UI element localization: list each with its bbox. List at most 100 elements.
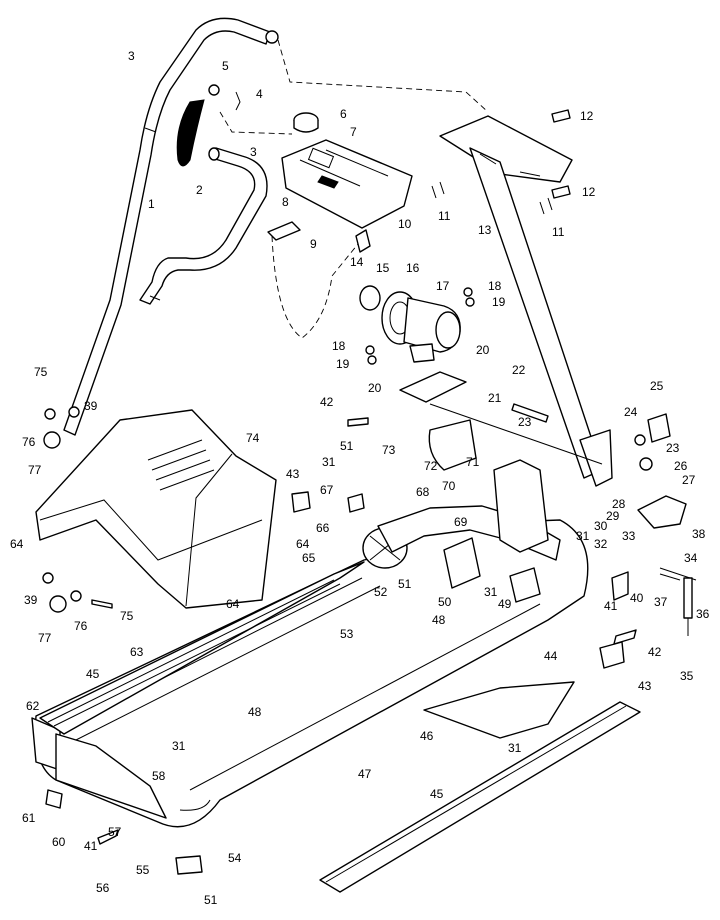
drive-rod [429, 403, 603, 465]
motor-assembly [359, 285, 475, 403]
callout-23b: 23 [666, 441, 680, 455]
callout-31e: 31 [508, 741, 522, 755]
callout-69: 69 [454, 515, 468, 529]
callout-53: 53 [340, 627, 354, 641]
callout-71: 71 [466, 455, 480, 469]
handrail-right [139, 147, 268, 305]
callout-19b: 19 [336, 357, 350, 371]
callout-9: 9 [310, 237, 317, 251]
alignment-line-console [219, 111, 293, 135]
callout-39b: 39 [24, 593, 38, 607]
callout-15: 15 [376, 261, 390, 275]
callout-1: 1 [148, 197, 155, 211]
callout-21: 21 [488, 391, 502, 405]
callout-5: 5 [222, 59, 229, 73]
callout-30: 30 [594, 519, 608, 533]
callout-72: 72 [424, 459, 438, 473]
callout-27: 27 [682, 473, 696, 487]
callout-40: 40 [630, 591, 644, 605]
callout-50: 50 [438, 595, 452, 609]
treadmill-frame [31, 519, 589, 828]
callout-74: 74 [246, 431, 260, 445]
callout-36: 36 [696, 607, 710, 621]
callout-24: 24 [624, 405, 638, 419]
callout-2: 2 [196, 183, 203, 197]
rear-frame-guard [377, 459, 561, 561]
callout-46: 46 [420, 729, 434, 743]
callout-19a: 19 [492, 295, 506, 309]
callout-42b: 42 [648, 645, 662, 659]
callout-75b: 75 [120, 609, 134, 623]
callout-4: 4 [256, 87, 263, 101]
callout-20b: 20 [368, 381, 382, 395]
callout-31d: 31 [172, 739, 186, 753]
callout-28: 28 [612, 497, 626, 511]
callout-17: 17 [436, 279, 450, 293]
callout-32: 32 [594, 537, 608, 551]
callout-77a: 77 [28, 463, 42, 477]
callout-7: 7 [350, 125, 357, 139]
callout-41b: 41 [84, 839, 98, 853]
callout-73: 73 [382, 443, 396, 457]
callout-3b: 3 [250, 145, 257, 159]
callout-43a: 43 [286, 467, 300, 481]
callout-35: 35 [680, 669, 694, 683]
callout-11a: 11 [438, 209, 451, 223]
callout-77b: 77 [38, 631, 52, 645]
rear-bolt [511, 403, 549, 423]
callout-76b: 76 [74, 619, 88, 633]
callout-75a: 75 [34, 365, 48, 379]
motor-pulley [428, 419, 477, 471]
upright [439, 115, 613, 487]
callout-33: 33 [622, 529, 636, 543]
handrail-left [63, 17, 279, 436]
callout-26: 26 [674, 459, 688, 473]
callout-31c: 31 [484, 585, 498, 599]
callout-51b: 51 [398, 577, 412, 591]
callout-70: 70 [442, 479, 456, 493]
callout-44: 44 [544, 649, 558, 663]
callout-48b: 48 [248, 705, 262, 719]
callout-57: 57 [108, 825, 122, 839]
callout-45b: 45 [430, 787, 444, 801]
callout-51c: 51 [204, 893, 218, 907]
callout-3a: 3 [128, 49, 135, 63]
alignment-line-top [277, 39, 489, 113]
callout-37: 37 [654, 595, 668, 609]
callout-31a: 31 [322, 455, 336, 469]
callout-49: 49 [498, 597, 512, 611]
callout-42a: 42 [320, 395, 334, 409]
callout-48a: 48 [432, 613, 446, 627]
callout-63: 63 [130, 645, 144, 659]
callout-60: 60 [52, 835, 66, 849]
callout-31b: 31 [576, 529, 590, 543]
callout-76a: 76 [22, 435, 36, 449]
callout-13: 13 [478, 223, 492, 237]
callout-11b: 11 [552, 225, 565, 239]
callout-8: 8 [282, 195, 289, 209]
callout-14: 14 [350, 255, 364, 269]
callout-65: 65 [302, 551, 316, 565]
callout-51a: 51 [340, 439, 354, 453]
misc-hardware [42, 406, 637, 875]
callout-18b: 18 [332, 339, 346, 353]
console [267, 112, 413, 339]
callout-67: 67 [320, 483, 334, 497]
callout-38: 38 [692, 527, 706, 541]
callout-55: 55 [136, 863, 150, 877]
callout-45a: 45 [86, 667, 100, 681]
callout-56: 56 [96, 881, 110, 895]
side-rails [39, 561, 641, 893]
leveling-parts [659, 567, 697, 636]
callout-10: 10 [398, 217, 412, 231]
callout-68: 68 [416, 485, 430, 499]
callout-41a: 41 [604, 599, 618, 613]
callout-20a: 20 [476, 343, 490, 357]
callout-39a: 39 [84, 399, 98, 413]
key-clip [235, 91, 241, 111]
callout-64a: 64 [10, 537, 24, 551]
callout-62: 62 [26, 699, 40, 713]
callout-66: 66 [316, 521, 330, 535]
callout-61: 61 [22, 811, 36, 825]
